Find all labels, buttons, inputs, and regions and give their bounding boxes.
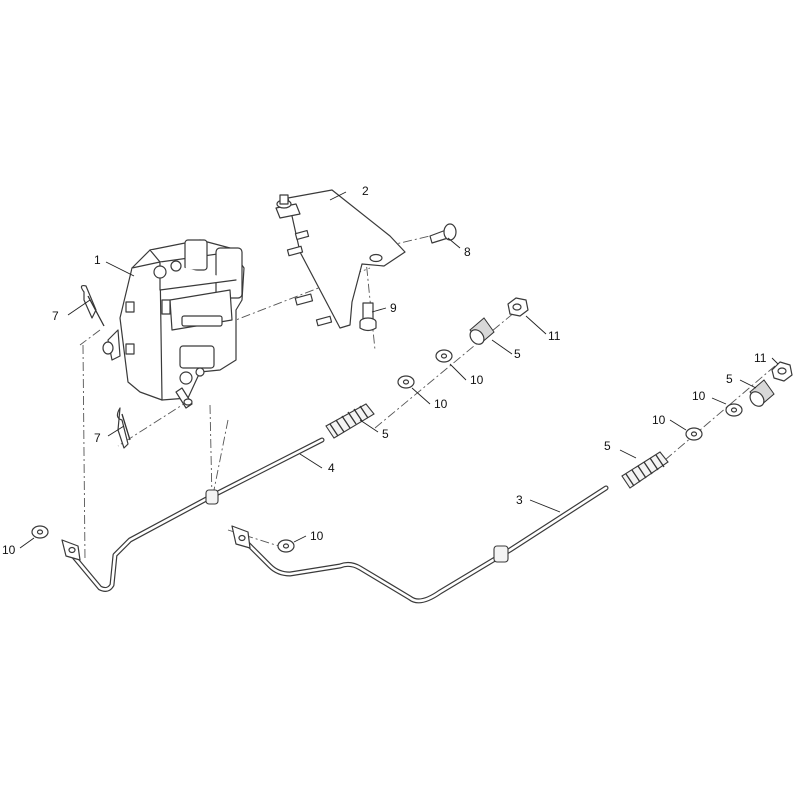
control-module: [102, 239, 245, 409]
washer-1: [397, 375, 415, 389]
spring-upper: [325, 403, 375, 439]
callout-10-lower-a: 10: [652, 413, 666, 427]
callout-8: 8: [464, 245, 471, 259]
washer-5: [31, 525, 49, 539]
spring-short-upper: [469, 317, 495, 345]
screw: [359, 302, 377, 332]
washer-4: [725, 403, 743, 417]
bracket-plate: [275, 189, 406, 329]
callout-5-lower-long: 5: [604, 439, 611, 453]
hairpin-clip-lower: [116, 407, 131, 449]
callout-5-lower-short: 5: [726, 372, 733, 386]
callout-10-upper-a: 10: [434, 397, 448, 411]
callout-7-upper: 7: [52, 309, 59, 323]
control-rod-lower: [231, 485, 609, 604]
callout-10-middle: 10: [310, 529, 324, 543]
callout-9: 9: [390, 301, 397, 315]
nut-lower: [771, 361, 793, 382]
callout-4: 4: [328, 461, 335, 475]
callout-11-lower: 11: [754, 351, 767, 365]
callout-7-lower: 7: [94, 431, 101, 445]
callout-1: 1: [94, 253, 101, 267]
washer-2: [435, 349, 453, 363]
callout-10-left: 10: [2, 543, 16, 557]
callout-5-upper-long: 5: [382, 427, 389, 441]
spring-short-lower: [749, 379, 775, 407]
washer-3: [685, 427, 703, 441]
callout-10-lower-b: 10: [692, 389, 706, 403]
control-rod-upper: [61, 437, 325, 592]
callout-11-upper: 11: [548, 329, 561, 343]
nut-upper: [507, 297, 529, 317]
callout-5-upper-short: 5: [514, 347, 521, 361]
callout-3: 3: [516, 493, 523, 507]
callout-labels: 1 2 3 4 5 5 5 5 7 7 8 9 10 10 10 10 10 1…: [2, 184, 767, 557]
hairpin-clip-upper: [80, 285, 105, 327]
spring-lower: [621, 451, 669, 489]
washer-6: [277, 539, 295, 553]
bolt: [429, 223, 457, 244]
leader-lines: [19, 191, 779, 549]
callout-10-upper-b: 10: [470, 373, 484, 387]
callout-2: 2: [362, 184, 369, 198]
